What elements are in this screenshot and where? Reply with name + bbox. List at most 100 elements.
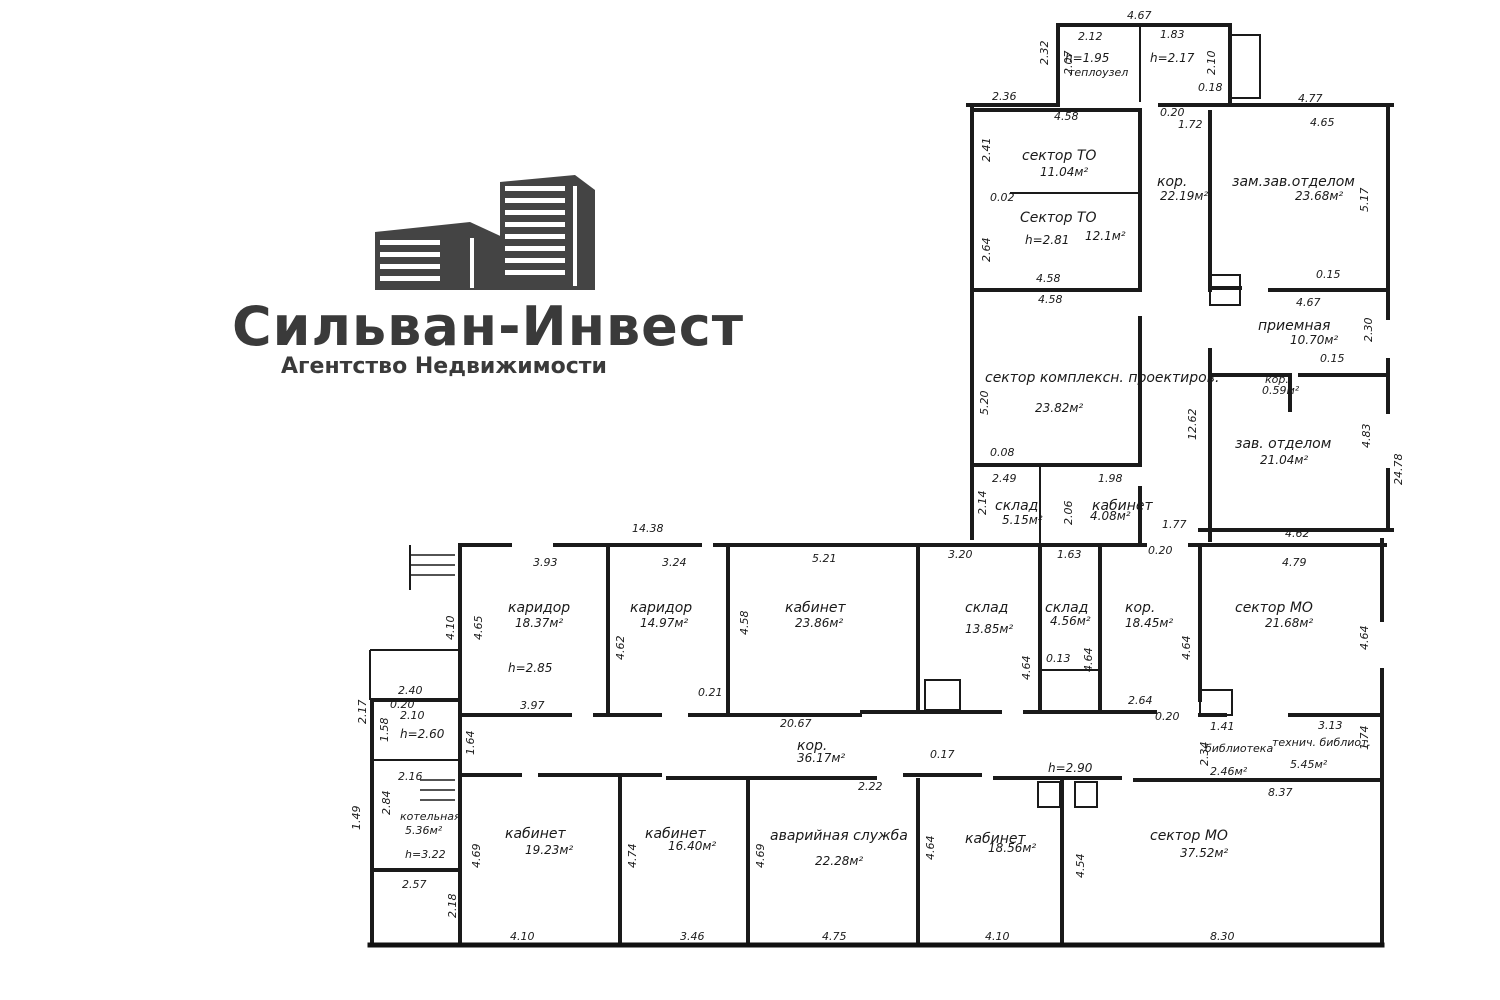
- room-name: аварийная служба: [770, 828, 908, 844]
- room-name: кор.: [1157, 174, 1187, 190]
- dimension: 5.17: [1358, 188, 1371, 213]
- dimension: 20.67: [780, 717, 812, 730]
- room-area: 0.59м²: [1262, 384, 1300, 397]
- room-name: кабинет: [505, 826, 567, 842]
- room-name: теплоузел: [1068, 66, 1128, 79]
- dimension: 4.83: [1360, 424, 1373, 449]
- room-area: 14.97м²: [640, 616, 688, 630]
- dimension: 24.78: [1392, 454, 1405, 486]
- dimension: 4.10: [510, 930, 535, 943]
- dimension: 1.49: [350, 806, 363, 831]
- room-name: каридор: [630, 600, 692, 616]
- room-area: 19.23м²: [525, 843, 573, 857]
- room-area: 4.56м²: [1050, 614, 1091, 628]
- room-area: 18.45м²: [1125, 616, 1173, 630]
- room-name: кабинет: [785, 600, 847, 616]
- dimension: 0.18: [1198, 81, 1223, 94]
- logo-tagline: Агентство Недвижимости: [281, 354, 607, 379]
- dimension: 4.58: [738, 611, 751, 636]
- dimension: 0.02: [990, 191, 1015, 204]
- room-name: зав. отделом: [1235, 436, 1332, 452]
- room-area: 5.36м²: [405, 824, 443, 837]
- room-area: 36.17м²: [797, 751, 845, 765]
- room-area: 37.52м²: [1180, 846, 1228, 860]
- dimension: 14.38: [632, 522, 664, 535]
- dimension: 2.06: [1062, 501, 1075, 526]
- dimension: 2.34: [1198, 742, 1211, 767]
- dimension: 2.64: [1128, 694, 1153, 707]
- room-area: 4.08м²: [1090, 509, 1131, 523]
- room-name: кор.: [1125, 600, 1155, 616]
- dimension: 0.17: [930, 748, 955, 761]
- dimension: 4.64: [1020, 656, 1033, 681]
- dimension: 2.12: [1078, 30, 1103, 43]
- dimension: 1.58: [378, 718, 391, 743]
- room-height: h=3.22: [405, 848, 446, 861]
- dimension: 3.46: [680, 930, 705, 943]
- room-area: 10.70м²: [1290, 333, 1338, 347]
- dimension: 1.63: [1057, 548, 1082, 561]
- room-name: склад: [965, 600, 1008, 616]
- room-area: 22.28м²: [815, 854, 863, 868]
- dimension: 1.77: [1162, 518, 1187, 531]
- room-name: кор.: [797, 738, 827, 754]
- dimension: 4.64: [1358, 626, 1371, 651]
- dimension: 4.10: [985, 930, 1010, 943]
- dimension: 0.15: [1316, 268, 1341, 281]
- dimension: 4.58: [1054, 110, 1079, 123]
- dimension: 4.64: [1180, 636, 1193, 661]
- dimension: 1.74: [1358, 726, 1371, 751]
- room-name: Сектор ТО: [1020, 210, 1096, 226]
- dimension: 0.20: [1148, 544, 1173, 557]
- room-area: 18.37м²: [515, 616, 563, 630]
- room-area: 13.85м²: [965, 622, 1013, 636]
- company-logo: Сильван-Инвест Агентство Недвижимости: [232, 175, 743, 379]
- dimension: 3.97: [520, 699, 545, 712]
- dimension: 0.20: [1155, 710, 1180, 723]
- dimension: 4.74: [626, 844, 639, 869]
- room-area: 23.86м²: [795, 616, 843, 630]
- dimension: 4.64: [924, 836, 937, 861]
- room-height: h=2.85: [508, 661, 552, 675]
- dimension: 2.64: [980, 238, 993, 263]
- dimension: 1.72: [1178, 118, 1203, 131]
- dimension: 8.37: [1268, 786, 1293, 799]
- fixtures: [410, 274, 1241, 808]
- room-name: сектор комплексн. проектиров.: [985, 370, 1219, 386]
- dimension: 2.16: [398, 770, 423, 783]
- room-area: 11.04м²: [1040, 165, 1088, 179]
- dimension: 4.79: [1282, 556, 1307, 569]
- room-name: сектор МО: [1150, 828, 1228, 844]
- walls: [367, 23, 1394, 948]
- room-name: каридор: [508, 600, 570, 616]
- room-name: кабинет: [1092, 498, 1154, 514]
- room-name: склад: [995, 498, 1038, 514]
- room-area: 5.45м²: [1290, 758, 1328, 771]
- dimension: 5.21: [812, 552, 837, 565]
- dimension: 4.69: [754, 844, 767, 869]
- room-area: 2.46м²: [1210, 765, 1248, 778]
- dimension: 2.18: [446, 894, 459, 919]
- dimension: 4.65: [1310, 116, 1335, 129]
- room-area: 21.04м²: [1260, 453, 1308, 467]
- dimension: 4.64: [1082, 648, 1095, 673]
- dimension: 0.15: [1320, 352, 1345, 365]
- dimension: 0.13: [1046, 652, 1071, 665]
- room-area: 5.15м²: [1002, 513, 1043, 527]
- dimension: 4.77: [1298, 92, 1323, 105]
- room-name: технич. библиот.: [1272, 736, 1371, 749]
- room-name: сектор ТО: [1022, 148, 1096, 164]
- dimension: 1.64: [464, 731, 477, 756]
- room-name: приемная: [1258, 318, 1330, 334]
- room-area: 18.56м²: [988, 841, 1036, 855]
- dimension-labels: 4.67 2.12 1.83 2.32 2.07 2.10 0.18 2.36 …: [350, 9, 1405, 943]
- dimension: 4.54: [1074, 854, 1087, 879]
- room-height: h=1.95: [1065, 51, 1109, 65]
- room-area: 16.40м²: [668, 839, 716, 853]
- dimension: 0.08: [990, 446, 1015, 459]
- room-height: h=2.17: [1150, 51, 1195, 65]
- dimension: 4.69: [470, 844, 483, 869]
- room-name: кор.: [1265, 373, 1289, 386]
- dimension: 2.36: [992, 90, 1017, 103]
